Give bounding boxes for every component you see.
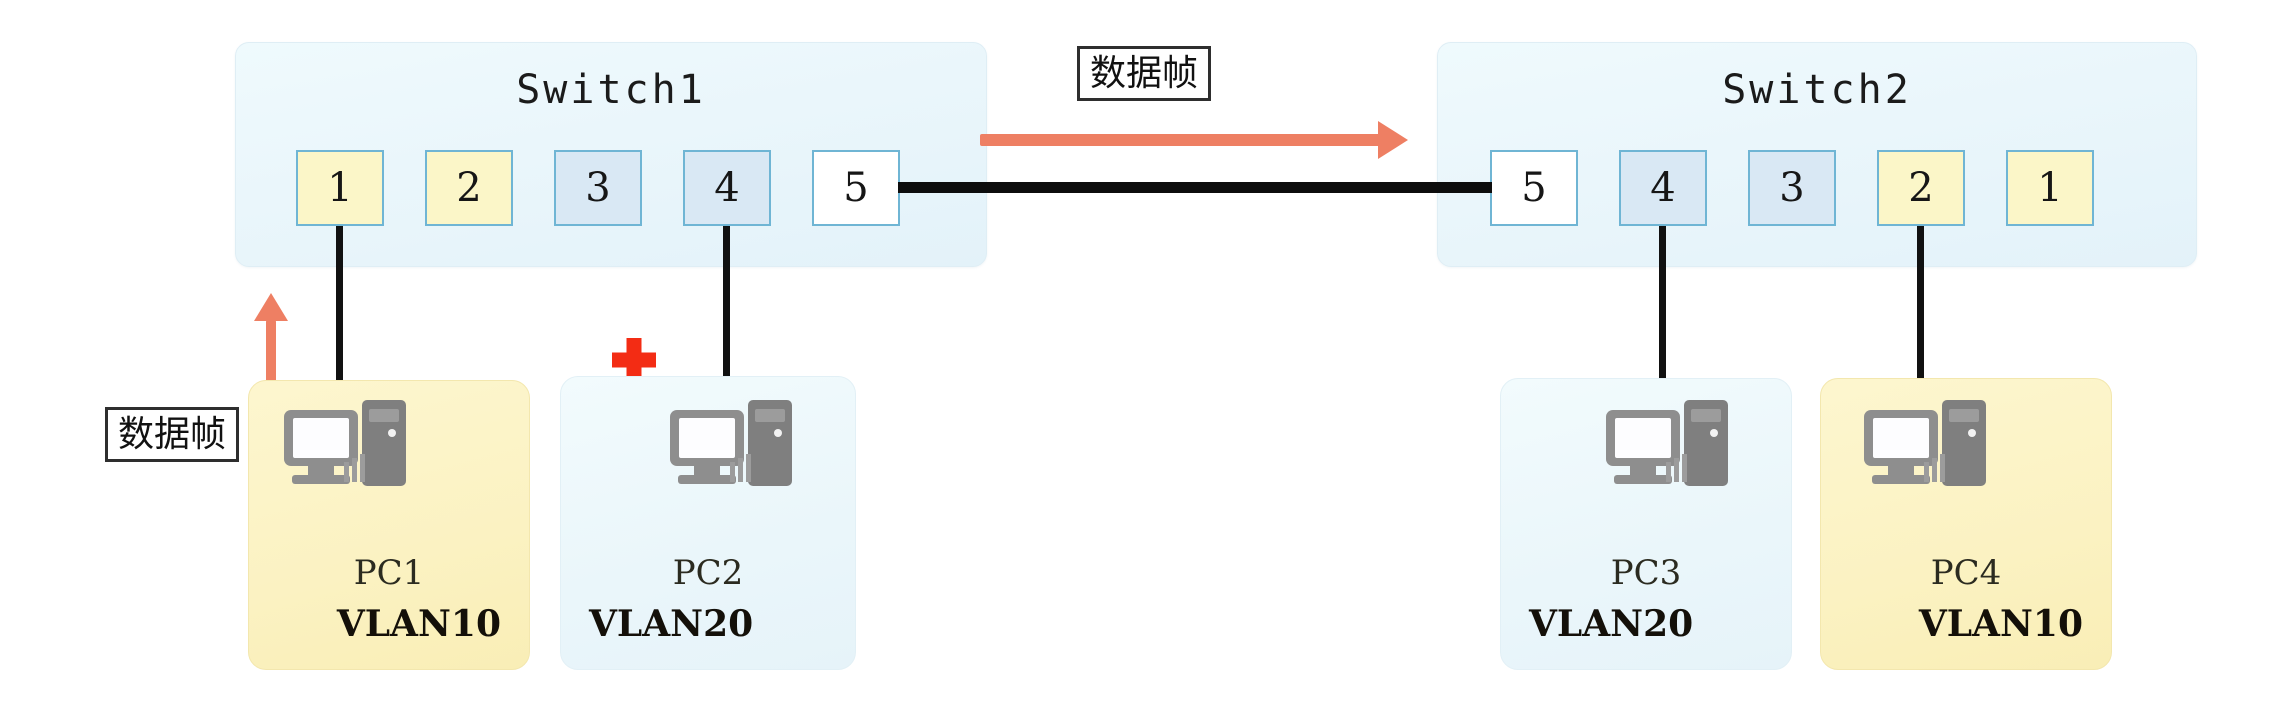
- vlan-tag-pc1: VLAN10: [336, 603, 501, 645]
- frame-direction-arrow-head: [1378, 121, 1408, 159]
- switch1-port-2[interactable]: 2: [425, 150, 513, 226]
- port-number: 5: [1521, 165, 1547, 211]
- frame-label-source: 数据帧: [105, 407, 240, 463]
- switch2-port-2[interactable]: 2: [1877, 150, 1965, 226]
- port-number: 1: [327, 165, 353, 211]
- host-label-pc1: PC1: [353, 553, 425, 593]
- trunk-link-cable: [898, 182, 1492, 193]
- cable-pc2-to-switch1-port4: [723, 226, 730, 406]
- port-number: 4: [714, 165, 740, 211]
- computer-icon-pc4: [1864, 400, 1986, 486]
- frame-label-trunk: 数据帧: [1077, 46, 1212, 102]
- port-number: 3: [585, 165, 611, 211]
- port-number: 2: [1908, 165, 1934, 211]
- port-number: 4: [1650, 165, 1676, 211]
- blocked-cross-icon: [612, 338, 656, 382]
- cable-pc1-to-switch1-port1: [336, 226, 343, 406]
- port-number: 2: [456, 165, 482, 211]
- switch1-title: Switch1: [516, 67, 706, 113]
- host-zone-pc2[interactable]: PC2 VLAN20: [560, 376, 856, 670]
- cable-pc3-to-switch2-port4: [1659, 226, 1666, 406]
- switch1-port-1[interactable]: 1: [296, 150, 384, 226]
- computer-icon-pc3: [1606, 400, 1728, 486]
- frame-source-arrow-head: [254, 293, 288, 321]
- switch1-port-5[interactable]: 5: [812, 150, 900, 226]
- frame-direction-arrow-shaft: [980, 134, 1380, 146]
- switch2-port-5[interactable]: 5: [1490, 150, 1578, 226]
- vlan-tag-pc3: VLAN20: [1529, 603, 1694, 645]
- port-number: 1: [2037, 165, 2063, 211]
- port-number: 3: [1779, 165, 1805, 211]
- host-label-pc4: PC4: [1930, 553, 2002, 593]
- switch2-title: Switch2: [1722, 67, 1912, 113]
- vlan-tag-pc2: VLAN20: [589, 603, 754, 645]
- host-label-pc3: PC3: [1610, 553, 1682, 593]
- host-label-pc2: PC2: [672, 553, 744, 593]
- switch1-port-4[interactable]: 4: [683, 150, 771, 226]
- switch2-port-3[interactable]: 3: [1748, 150, 1836, 226]
- switch1-port-3[interactable]: 3: [554, 150, 642, 226]
- switch2-port-1[interactable]: 1: [2006, 150, 2094, 226]
- cable-pc4-to-switch2-port2: [1917, 226, 1924, 406]
- switch2-port-4[interactable]: 4: [1619, 150, 1707, 226]
- computer-icon-pc1: [284, 400, 406, 486]
- vlan-tag-pc4: VLAN10: [1918, 603, 2083, 645]
- computer-icon-pc2: [670, 400, 792, 486]
- port-number: 5: [843, 165, 869, 211]
